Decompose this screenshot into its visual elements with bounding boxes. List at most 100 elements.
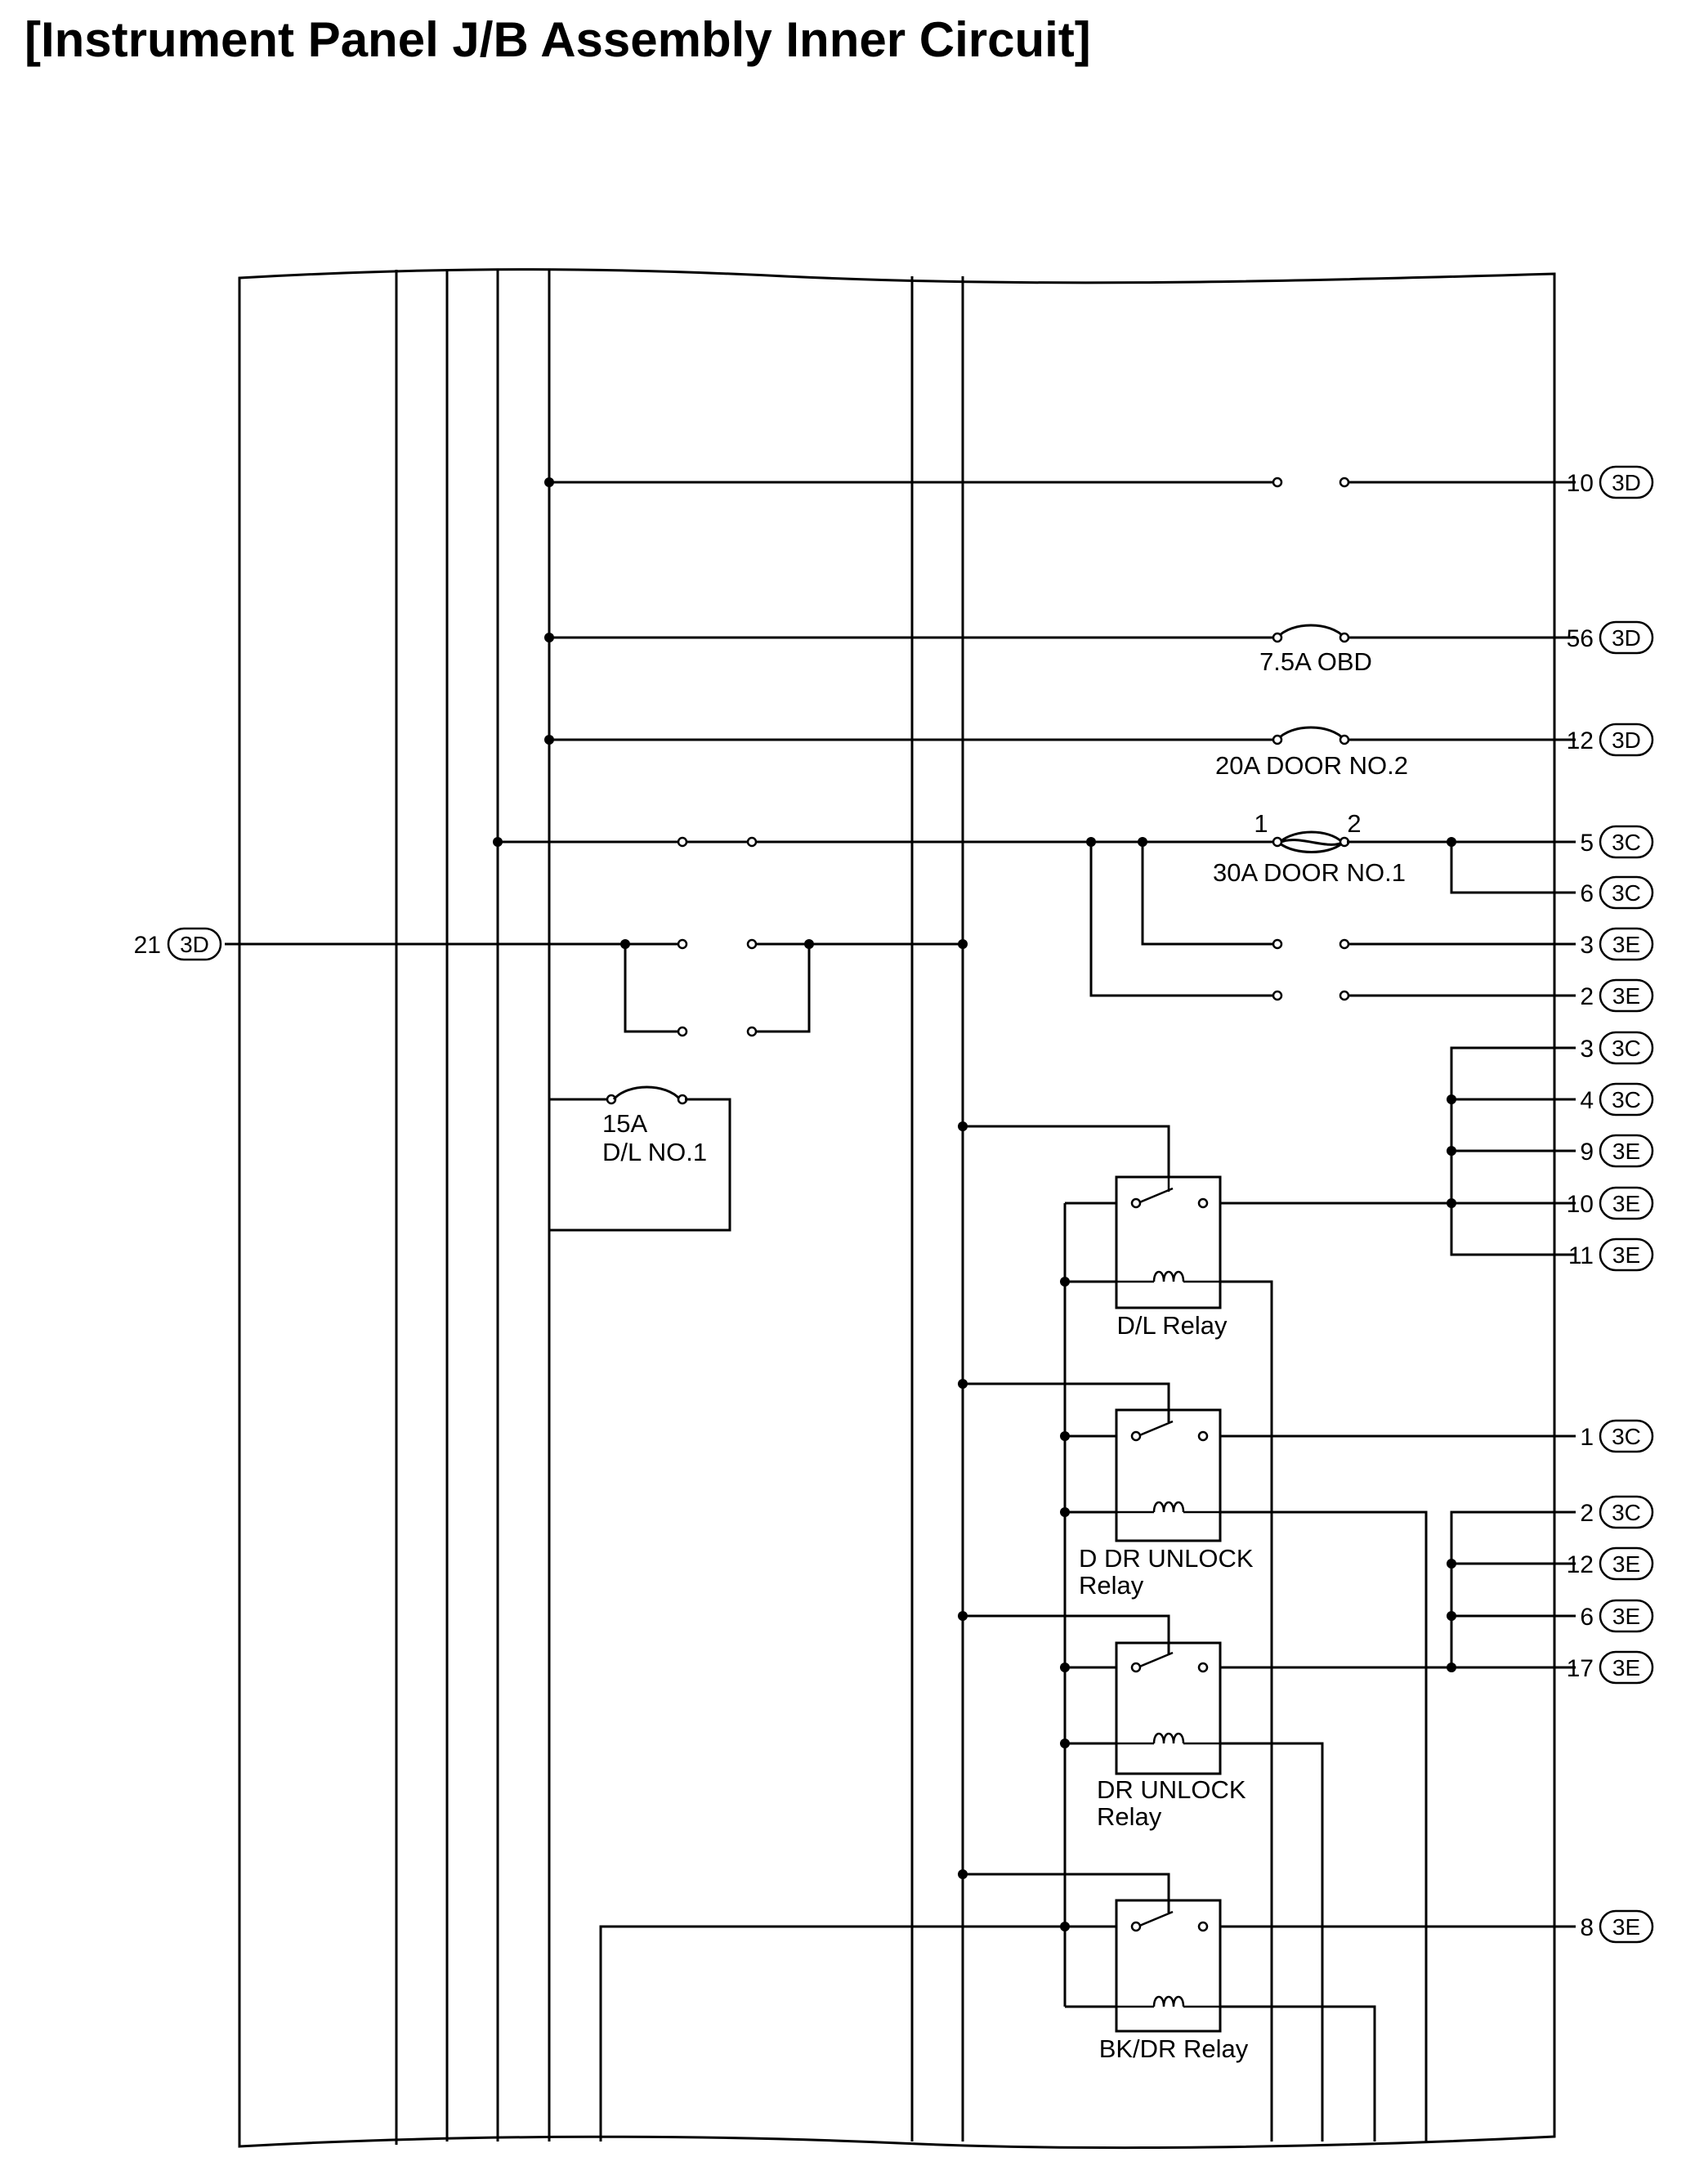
connector-badge [1599,1237,1654,1272]
fuse-label-20a-door-no2: 20A DOOR NO.2 [1215,751,1408,780]
connector-badge [1599,1031,1654,1065]
terminal-12-3d: 12 3D [1567,723,1654,757]
connector-code: 3C [1612,880,1641,906]
terminal-56-3d: 56 3D [1567,620,1654,655]
relay-d-dr-unlock [963,1382,1576,2141]
connector-code: 3C [1612,1424,1641,1449]
junction-block-outline [238,268,1556,2150]
connector-code: 3E [1612,1604,1640,1629]
terminal-6-3c: 6 3C [1580,875,1654,910]
connector-code: 3C [1612,1036,1641,1061]
terminal-pin-number: 56 [1567,625,1594,652]
fuse-label-dl-no1: D/L NO.1 [602,1138,707,1166]
terminal-pin-number: 12 [1567,1551,1594,1578]
terminal-2-3e: 2 3E [1580,978,1654,1013]
connector-badge [1599,1419,1654,1453]
connector-badge [1599,978,1654,1013]
connector-code: 3E [1612,1139,1640,1164]
connector-code: 3D [1612,470,1641,495]
connector-badge [1599,1909,1654,1944]
fuse-pin-2: 2 [1347,809,1361,838]
fuse-15a-path [548,482,731,2141]
terminal-pin-number: 9 [1580,1139,1594,1166]
svg-text:3D: 3D [180,932,209,957]
connector-badge [1599,875,1654,910]
connector-code: 3E [1612,983,1640,1009]
terminal-9-3e: 9 3E [1580,1134,1654,1168]
terminal-pin-number: 10 [1567,470,1594,497]
terminal-pin-number: 11 [1568,1242,1594,1269]
fuse-pin-1: 1 [1254,809,1268,838]
connector-code: 3E [1612,1242,1640,1268]
terminal-pin-number: 6 [1580,1604,1594,1631]
relay-label-bk-dr: BK/DR Relay [1099,2034,1249,2063]
connector-code: 3C [1612,1500,1641,1525]
terminal-pin-number: 12 [1567,727,1594,754]
terminal-pin-number: 1 [1580,1424,1594,1451]
terminal-11-3e: 11 3E [1568,1237,1654,1272]
connector-badge [1599,723,1654,757]
terminal-pin-number: 3 [1580,932,1594,959]
connector-code: 3E [1612,932,1640,957]
input-row [225,938,968,1037]
connector-badge [1599,1650,1654,1685]
upper-branches [493,477,1576,1001]
terminal-pin-number: 3 [1580,1036,1594,1063]
connector-badge [1599,825,1654,859]
input-terminal: 21 3D [134,927,222,961]
fuse-label-15a: 15A [602,1109,647,1138]
terminal-pin-number: 6 [1580,880,1594,907]
connector-code: 3D [1612,625,1641,651]
connector-code: 3C [1612,830,1641,855]
connector-code: 3E [1612,1914,1640,1940]
terminal-pin-number: 2 [1580,1500,1594,1527]
ground-bus-upper [1447,1046,1576,1256]
terminal-8-3e: 8 3E [1580,1909,1654,1944]
connector-badge [1599,620,1654,655]
connector-badge [1599,927,1654,961]
terminal-pin-number: 8 [1580,1914,1594,1941]
fuse-label-7-5a-obd: 7.5A OBD [1259,647,1372,676]
connector-code: 3E [1612,1551,1640,1577]
terminal-10-3d: 10 3D [1567,465,1654,499]
terminal-10-3e: 10 3E [1567,1186,1654,1220]
relay-label-d-dr-unlock-1: D DR UNLOCK [1079,1544,1254,1573]
connector-code: 3C [1612,1087,1641,1112]
terminal-pin-number: 5 [1580,830,1594,857]
relay-label-dr-unlock-2: Relay [1097,1802,1162,1831]
terminal-4-3c: 4 3C [1580,1082,1654,1117]
connector-badge [1599,1546,1654,1581]
fuse-label-30a-door-no1: 30A DOOR NO.1 [1213,858,1406,887]
relay-dr-unlock [963,1614,1451,2141]
svg-text:21: 21 [134,932,161,959]
ground-bus-lower [1447,1510,1576,1672]
terminal-6-3e: 6 3E [1580,1599,1654,1633]
page-title: [Instrument Panel J/B Assembly Inner Cir… [25,12,1091,67]
relay-bk-dr [599,1873,1576,2141]
terminal-3-3e: 3 3E [1580,927,1654,961]
terminal-3-3c: 3 3C [1580,1031,1654,1065]
terminal-pin-number: 17 [1567,1655,1594,1682]
terminal-pin-number: 2 [1580,983,1594,1010]
terminal-pin-number: 4 [1580,1087,1594,1114]
connector-code: 3E [1612,1191,1640,1216]
connector-code: 3E [1612,1655,1640,1681]
connector-badge [1599,1186,1654,1220]
terminal-1-3c: 1 3C [1580,1419,1654,1453]
terminal-12-3e: 12 3E [1567,1546,1654,1581]
connector-badge [1599,1599,1654,1633]
terminal-5-3c: 5 3C [1580,825,1654,859]
relay-label-d-dr-unlock-2: Relay [1079,1571,1144,1600]
connector-code: 3D [1612,727,1641,753]
terminal-17-3e: 17 3E [1567,1650,1654,1685]
bus-lines [395,270,964,2145]
connector-badge [1599,1082,1654,1117]
terminal-pin-number: 10 [1567,1191,1594,1218]
relay-label-dr-unlock-1: DR UNLOCK [1097,1775,1246,1804]
terminal-2-3c: 2 3C [1580,1495,1654,1529]
connector-badge [1599,465,1654,499]
relay-label-dl: D/L Relay [1117,1311,1228,1340]
connector-badge [1599,1495,1654,1529]
